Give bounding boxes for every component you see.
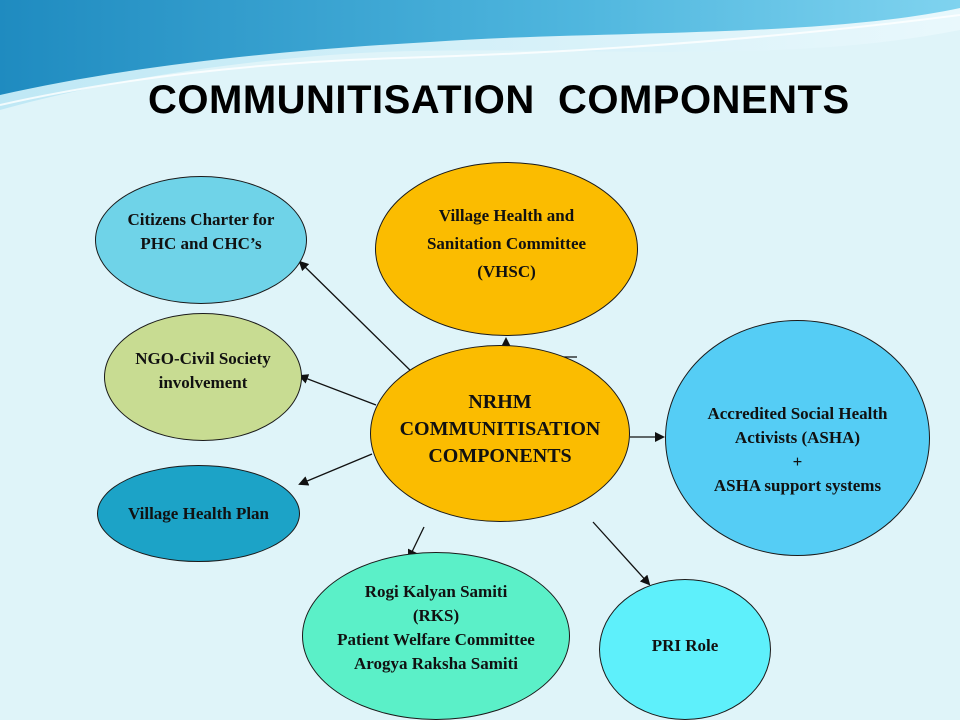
page-title: COMMUNITISATION COMPONENTS — [148, 78, 850, 122]
citizens-charter-node: Citizens Charter for PHC and CHC’s — [95, 176, 307, 304]
node-label: ASHA support systems — [713, 476, 882, 495]
vhsc-node: Village Health and Sanitation Committee … — [375, 162, 638, 336]
center-label: NRHM — [468, 391, 532, 413]
node-label: PRI Role — [651, 635, 719, 655]
header-wave-thin — [0, 14, 960, 106]
header-wave-dark — [0, 0, 960, 95]
ngo-civil-society-node: NGO-Civil Society involvement — [104, 313, 302, 441]
pri-role-node: PRI Role — [599, 579, 771, 720]
node-label: Rogi Kalyan Samiti — [364, 582, 508, 601]
center-label: COMPONENTS — [428, 445, 572, 467]
node-label: Citizens Charter for — [127, 210, 275, 229]
node-label: NGO-Civil Society — [135, 349, 271, 368]
center-label: COMMUNITISATION — [399, 418, 601, 440]
node-label: Village Health and — [438, 206, 575, 225]
connector-arrows — [298, 260, 665, 586]
node-label: Village Health Plan — [127, 503, 270, 523]
arrow-to-ngo — [298, 374, 377, 406]
rogi-kalyan-samiti-node: Rogi Kalyan Samiti (RKS) Patient Welfare… — [302, 552, 570, 720]
arrow-to-citizens — [298, 260, 417, 377]
node-label: (VHSC) — [477, 262, 536, 281]
arrow-to-village-health-plan — [298, 453, 373, 486]
node-label: Arogya Raksha Samiti — [353, 654, 519, 673]
node-label: Activists (ASHA) — [734, 428, 861, 447]
node-label: + — [792, 452, 803, 471]
node-label: Sanitation Committee — [426, 234, 587, 253]
node-label: (RKS) — [412, 606, 460, 625]
asha-node: Accredited Social Health Activists (ASHA… — [665, 320, 930, 556]
node-label: PHC and CHC’s — [140, 234, 262, 253]
arrow-to-pri — [592, 521, 651, 586]
node-label: Patient Welfare Committee — [337, 630, 535, 649]
node-label: Accredited Social Health — [707, 404, 888, 423]
nrhm-center-node: NRHM COMMUNITISATION COMPONENTS — [370, 345, 630, 522]
node-label: involvement — [158, 373, 248, 392]
village-health-plan-node: Village Health Plan — [97, 465, 300, 562]
